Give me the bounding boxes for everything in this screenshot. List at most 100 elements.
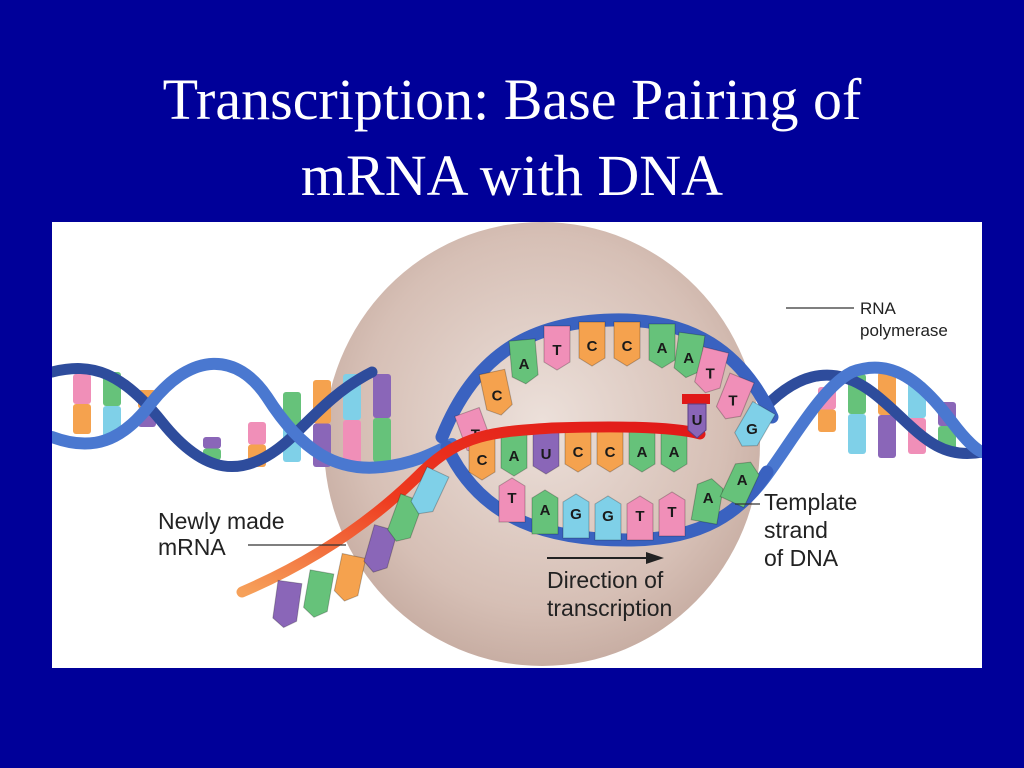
trailing-base-1 — [272, 579, 303, 629]
rna-polymerase-label-line-2: polymerase — [860, 321, 948, 340]
coding-base-5-shape — [578, 321, 606, 367]
mrna-base-1-letter: C — [477, 452, 488, 469]
right-rung-1-bottom — [818, 409, 836, 432]
slide-title-line-2: mRNA with DNA — [300, 143, 724, 208]
template-base-1-shape — [498, 477, 526, 523]
coding-base-3-shape — [508, 338, 539, 385]
template-base-8-shape — [719, 461, 760, 509]
trailing-base-2 — [303, 569, 335, 618]
rna-polymerase-label-line-1: RNA — [860, 299, 896, 318]
mrna-base-6-letter: A — [637, 444, 648, 461]
left-helix-backbone-front — [52, 357, 458, 474]
mrna-base-2-letter: A — [509, 448, 520, 465]
template-base-6-letter: T — [667, 504, 676, 521]
template-base-5: T — [626, 495, 654, 541]
template-base-8-letter: A — [737, 472, 748, 489]
coding-base-6-letter: C — [622, 338, 633, 355]
right-rung-2-bottom — [848, 414, 866, 454]
coding-base-3-letter: A — [519, 356, 530, 373]
template-base-1: T — [498, 477, 526, 523]
direction-arrow-head — [646, 552, 664, 564]
trailing-base-2-shape — [303, 569, 335, 618]
template-base-5-letter: T — [635, 508, 644, 525]
right-rung-3-bottom — [878, 415, 896, 458]
left-rung-1-bottom — [73, 404, 91, 434]
coding-base-10: T — [715, 372, 755, 420]
trailing-base-6 — [410, 466, 450, 515]
mrna-trailing-bases — [272, 466, 450, 629]
template-base-3-letter: G — [570, 506, 582, 523]
coding-base-7-letter: A — [657, 340, 668, 357]
trailing-base-3-shape — [333, 552, 367, 602]
incoming-nucleotide-letter: U — [692, 412, 703, 429]
template-base-4-shape — [594, 495, 622, 541]
coding-base-2: C — [478, 368, 513, 416]
coding-base-8-shape — [673, 331, 706, 379]
right-helix-backbone-back — [746, 369, 982, 459]
template-strand-bases: T A G G T T A A — [498, 461, 760, 541]
template-base-7-letter: A — [703, 490, 714, 507]
slide-title: Transcription: Base Pairing of mRNA with… — [0, 62, 1024, 214]
direction-label-line-2: transcription — [547, 595, 673, 621]
coding-base-2-shape — [478, 368, 513, 416]
template-base-5-shape — [626, 495, 654, 541]
coding-base-10-shape — [715, 372, 755, 420]
right-helix-backbone-front — [736, 361, 982, 508]
template-base-3-shape — [562, 493, 590, 539]
coding-base-7: A — [648, 323, 676, 369]
template-base-2-shape — [531, 489, 559, 535]
right-helix-base-pairs — [818, 372, 956, 458]
left-rung-10-top — [373, 374, 391, 418]
mrna-base-5: C — [596, 427, 624, 473]
template-base-3: G — [562, 493, 590, 539]
newly-made-mrna-label-line-2: mRNA — [158, 534, 226, 560]
template-base-2-letter: A — [540, 502, 551, 519]
trailing-base-6-shape — [410, 466, 450, 515]
left-rung-10-bottom — [373, 418, 391, 462]
left-rung-9-bottom — [343, 420, 361, 466]
rna-polymerase-label: RNA polymerase — [860, 298, 948, 342]
direction-of-transcription-label: Direction of transcription — [547, 566, 672, 622]
template-base-2: A — [531, 489, 559, 535]
mrna-base-5-letter: C — [605, 444, 616, 461]
coding-base-9-letter: T — [706, 365, 715, 382]
coding-base-9: T — [694, 346, 730, 394]
left-rung-5-top — [203, 437, 221, 449]
coding-base-6-shape — [613, 321, 641, 367]
template-strand-label: Template strand of DNA — [764, 488, 857, 572]
mrna-base-4-letter: C — [573, 444, 584, 461]
coding-base-7-shape — [648, 323, 676, 369]
coding-base-6: C — [613, 321, 641, 367]
mrna-base-3: U — [532, 429, 560, 475]
template-base-8: A — [719, 461, 760, 509]
coding-base-10-letter: T — [728, 392, 737, 409]
left-rung-6-top — [248, 422, 266, 445]
newly-made-mrna-label-line-1: Newly made — [158, 508, 285, 534]
coding-base-8: A — [673, 331, 706, 379]
mrna-base-2: A — [500, 431, 528, 477]
template-strand-backbone — [440, 440, 774, 547]
template-base-1-letter: T — [507, 490, 516, 507]
mrna-base-4: C — [564, 427, 592, 473]
coding-base-4-letter: T — [552, 342, 561, 359]
coding-base-2-letter: C — [492, 388, 503, 405]
coding-base-11: G — [734, 400, 776, 447]
mrna-base-6: A — [628, 427, 656, 473]
incoming-nucleotide-body — [687, 403, 707, 439]
coding-base-11-letter: G — [746, 421, 758, 438]
coding-strand-backbone — [435, 313, 779, 444]
coding-base-5-letter: C — [587, 338, 598, 355]
template-base-4-letter: G — [602, 508, 614, 525]
coding-base-3: A — [508, 338, 539, 385]
template-strand-label-line-2: strand — [764, 517, 828, 543]
left-helix-backbone-back — [52, 363, 378, 473]
incoming-nucleotide: U — [682, 394, 710, 439]
mrna-base-3-letter: U — [541, 446, 552, 463]
coding-base-11-shape — [734, 400, 776, 447]
template-strand-label-line-1: Template — [764, 489, 858, 515]
direction-label-line-1: Direction of — [547, 567, 664, 593]
trailing-base-3 — [333, 552, 367, 602]
